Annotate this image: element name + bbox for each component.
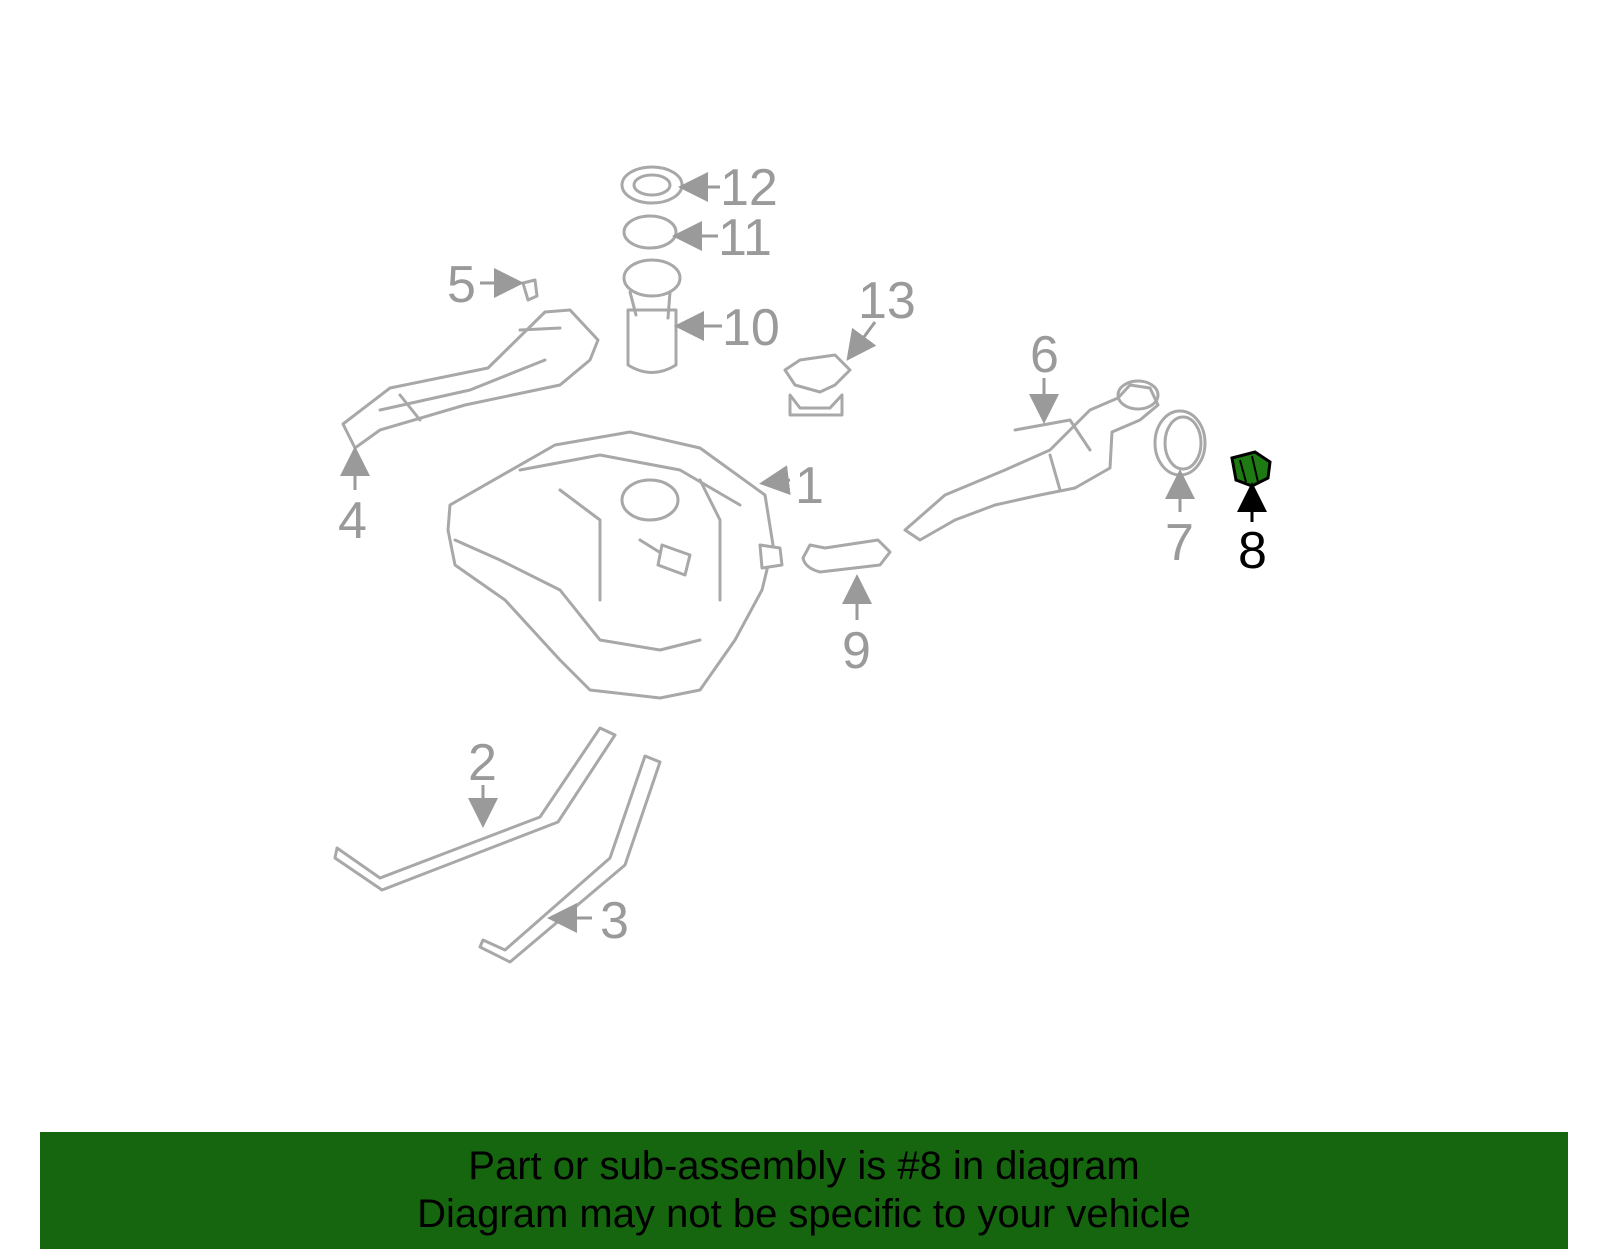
callout-1: 1 — [795, 457, 824, 515]
fuel-tank-part — [446, 430, 784, 700]
callout-5: 5 — [447, 256, 476, 314]
tank-strap-3-part — [478, 754, 662, 964]
gasket-part — [1153, 409, 1207, 477]
tank-strap-2-part — [333, 726, 617, 892]
heat-shield-part — [341, 308, 600, 450]
seal-part — [622, 214, 678, 250]
hose-part — [801, 538, 892, 574]
lock-ring-part — [620, 165, 684, 205]
leader-1 — [759, 465, 791, 496]
callout-11: 11 — [718, 209, 772, 267]
callout-10: 10 — [722, 299, 780, 357]
callout-13: 13 — [858, 272, 916, 330]
callout-6: 6 — [1030, 326, 1059, 384]
callout-2: 2 — [468, 734, 497, 792]
banner-line-1: Part or sub-assembly is #8 in diagram — [468, 1144, 1140, 1188]
filler-neck-part — [903, 379, 1160, 542]
callout-7: 7 — [1165, 514, 1194, 572]
info-banner: Part or sub-assembly is #8 in diagram Di… — [40, 1132, 1568, 1249]
clip-part — [521, 278, 539, 302]
callout-3: 3 — [600, 892, 629, 950]
callout-9: 9 — [842, 622, 871, 680]
callout-12: 12 — [720, 159, 778, 217]
callout-8: 8 — [1238, 522, 1267, 580]
fuel-pump-module-part — [622, 258, 682, 374]
callout-4: 4 — [338, 492, 367, 550]
leader-13 — [846, 321, 877, 361]
valve-part — [783, 353, 852, 417]
banner-line-2: Diagram may not be specific to your vehi… — [417, 1192, 1191, 1236]
fuel-cap-part-highlighted — [1230, 450, 1272, 488]
